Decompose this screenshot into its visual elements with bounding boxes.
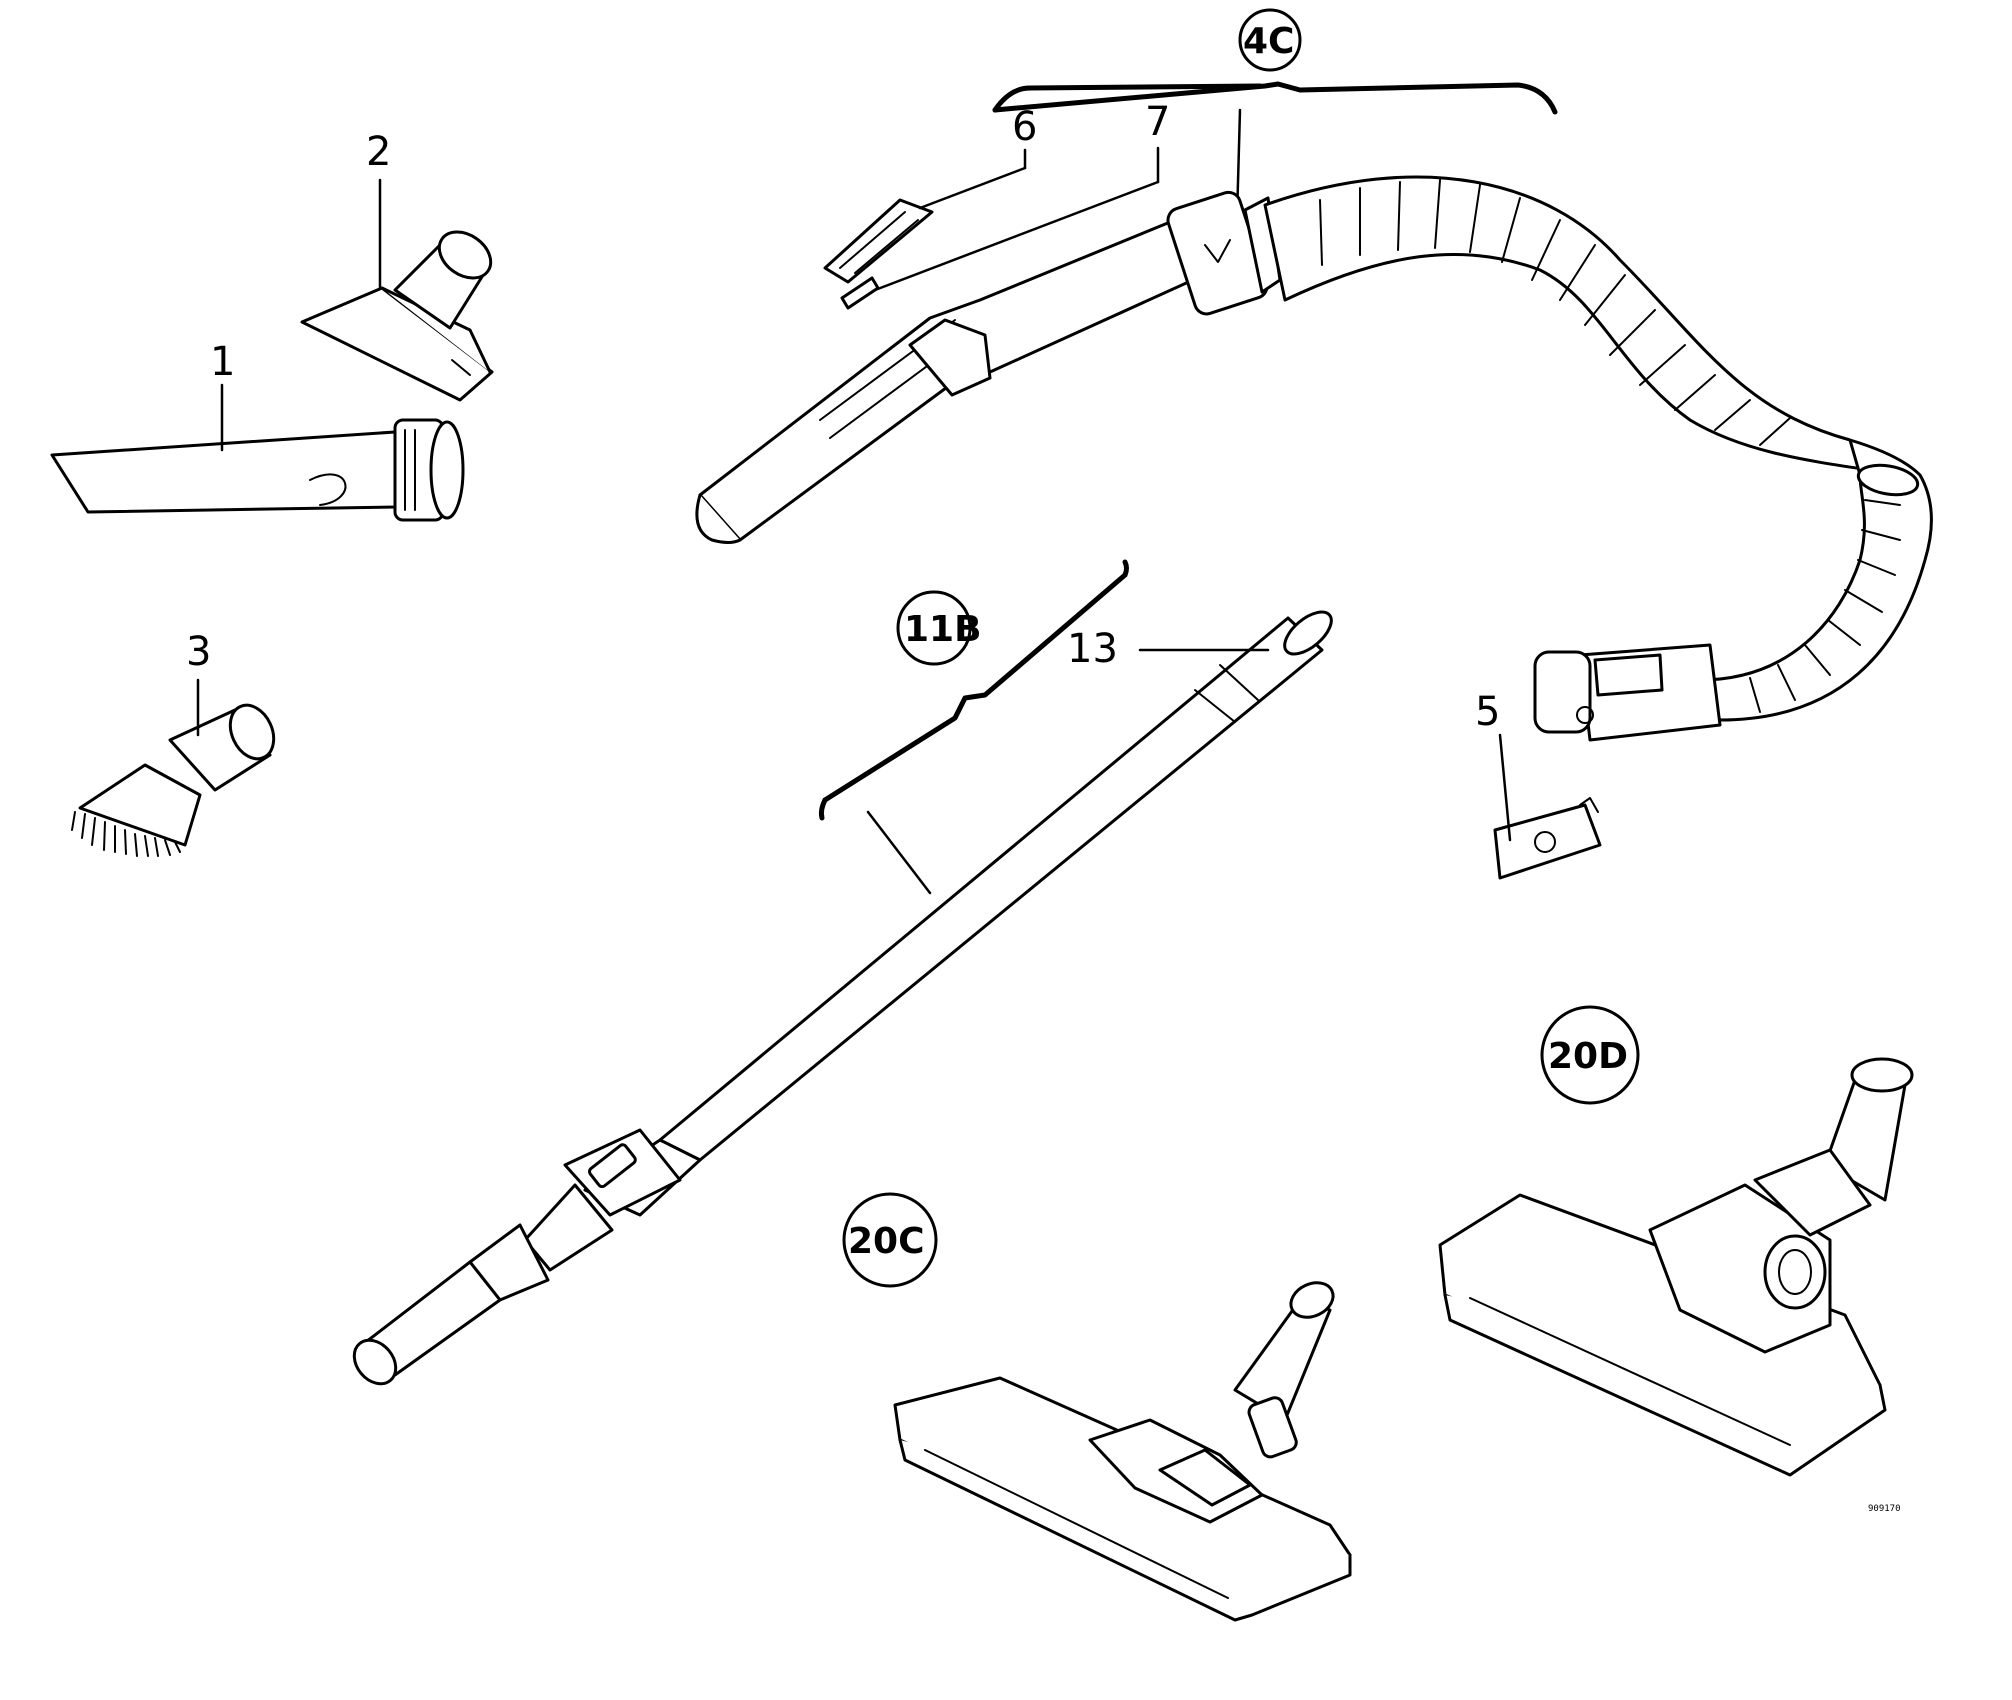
callout-20d-circle — [1540, 1005, 1640, 1105]
dusting-brush — [71, 703, 276, 857]
label-2: 2 — [366, 129, 391, 175]
label-20d: 20D — [1548, 1036, 1628, 1077]
leader-5 — [1498, 733, 1512, 842]
label-3: 3 — [186, 629, 211, 675]
label-5: 5 — [1475, 689, 1500, 735]
label-7: 7 — [1145, 99, 1170, 145]
label-20c: 20C — [848, 1221, 925, 1262]
flexible-hose — [1263, 175, 1933, 742]
callout-4c-circle — [1238, 8, 1302, 72]
label-13: 13 — [1067, 626, 1118, 672]
telescopic-wand — [352, 610, 1333, 1386]
wand-bracket-11b — [818, 559, 1129, 821]
label-11b: 11B — [904, 609, 982, 650]
upholstery-tool — [300, 230, 494, 402]
turbo-nozzle-20d: 909170 — [1438, 1057, 1914, 1514]
crevice-tool — [50, 418, 465, 522]
callout-20c-circle — [842, 1192, 938, 1288]
hose-bracket-4c — [992, 81, 1558, 115]
hose-clip-part-5 — [1493, 797, 1602, 880]
label-4c: 4C — [1243, 21, 1294, 62]
label-1: 1 — [210, 339, 235, 385]
label-6: 6 — [1012, 104, 1037, 150]
callout-11b-circle — [896, 590, 972, 666]
drawing-code: 909170 — [1868, 1504, 1901, 1514]
hose-handle — [695, 190, 1282, 544]
clip-part-6 — [823, 198, 934, 284]
floor-nozzle-20c — [893, 1281, 1352, 1622]
leader-11b — [866, 810, 932, 895]
